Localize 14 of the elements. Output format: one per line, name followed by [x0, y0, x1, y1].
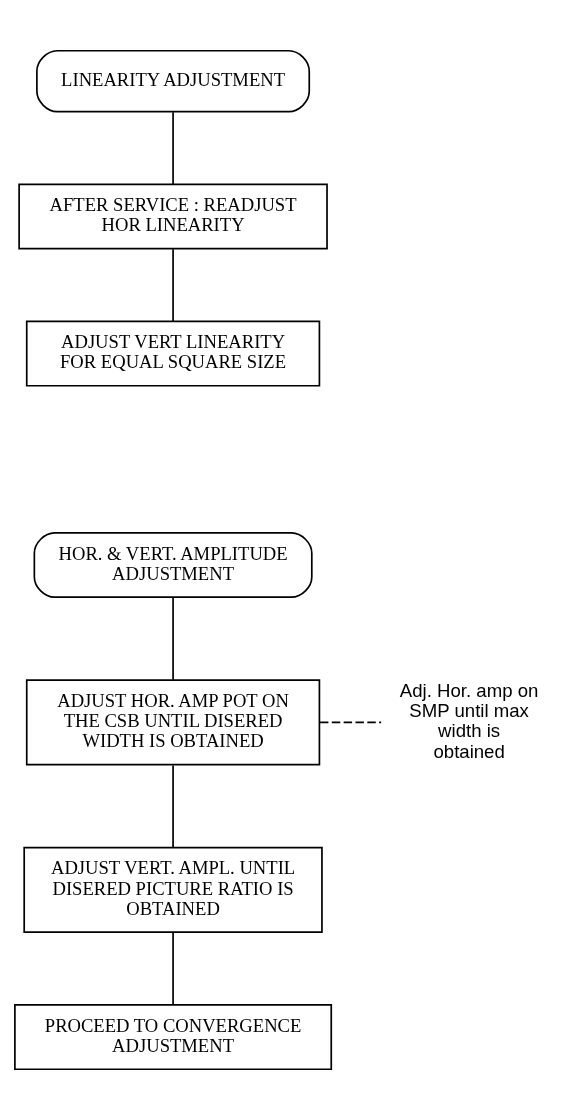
node-box: ADJUST VERT LINEARITY FOR EQUAL SQUARE SIZE	[25, 320, 321, 387]
connector	[172, 248, 174, 322]
connector	[172, 597, 174, 681]
node-box: HOR. & VERT. AMPLITUDE ADJUSTMENT	[33, 532, 313, 599]
connector	[172, 111, 174, 186]
connector	[172, 931, 174, 1006]
node-text: Adj. Hor. amp on SMP until max width is obtained	[399, 679, 539, 762]
node-box: AFTER SERVICE : READJUST HOR LINEARITY	[18, 183, 328, 250]
node-box: ADJUST HOR. AMP POT ON THE CSB UNTIL DISERED WIDTH IS OBTAINED	[25, 679, 321, 766]
connector	[172, 764, 174, 849]
node-box: ADJUST VERT. AMPL. UNTIL DISERED PICTURE RATIO IS OBTAINED	[23, 846, 323, 934]
node-box: PROCEED TO CONVERGENCE ADJUSTMENT	[14, 1004, 333, 1071]
connector	[319, 721, 382, 724]
node-box: LINEARITY ADJUSTMENT	[36, 49, 311, 113]
